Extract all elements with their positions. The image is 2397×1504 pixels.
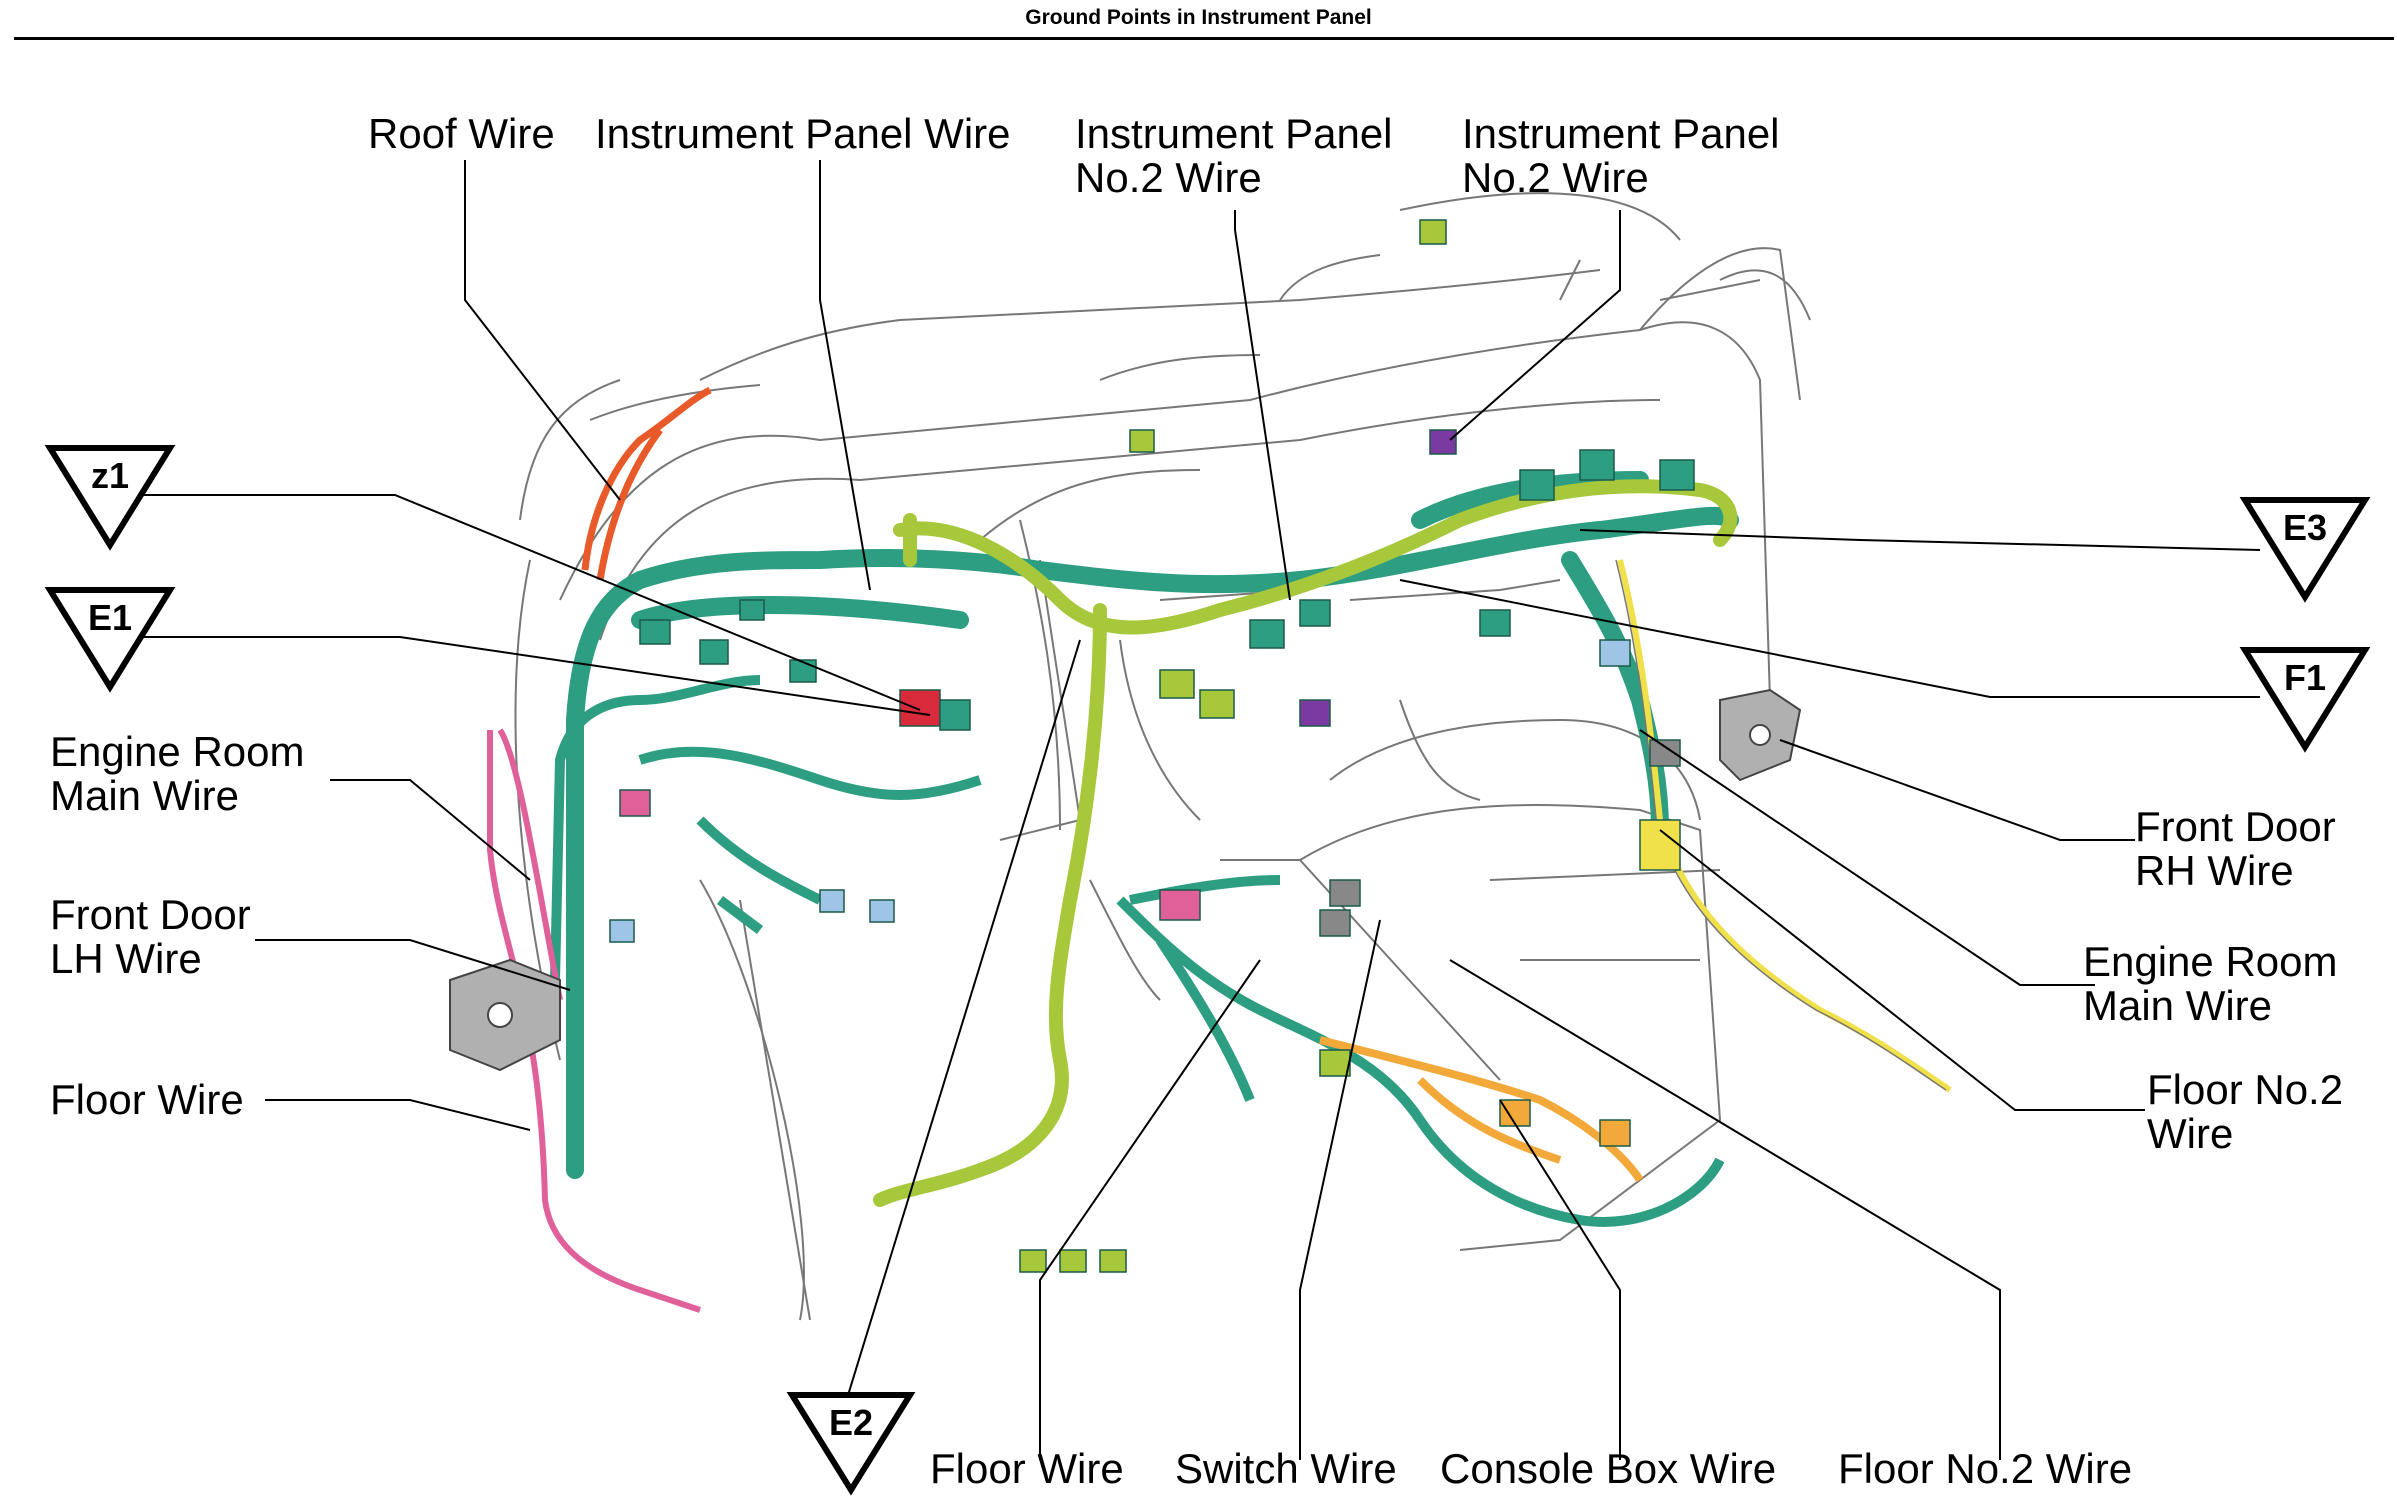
floor-wire-harness (487, 728, 701, 1313)
label-floor-no2-wire-bottom: Floor No.2 Wire (1838, 1445, 2133, 1492)
ground-point-e1-triangle (44, 587, 176, 693)
leader-lines (130, 160, 2261, 1460)
floor-no2-harness-outline (1615, 559, 1947, 1091)
ground-point-e3: E3 (2282, 507, 2328, 548)
label-console-box-wire: Console Box Wire (1440, 1445, 1777, 1492)
label-ip-no2-wire-1-line2: No.2 Wire (1075, 154, 1262, 201)
label-engine-room-main-wire-right-line2: Main Wire (2083, 982, 2273, 1029)
ground-point-z1-triangle (44, 445, 176, 551)
console-box-harness (1319, 1036, 1644, 1183)
title-divider (14, 37, 2394, 40)
ground-point-e2: E2 (828, 1402, 874, 1443)
label-engine-room-main-wire-left-line2: Main Wire (50, 772, 240, 819)
ground-point-f1: F1 (2283, 657, 2326, 698)
label-front-door-rh-wire-line2: RH Wire (2135, 847, 2294, 894)
instrument-panel-harness (566, 471, 1739, 1179)
label-roof-wire: Roof Wire (368, 110, 555, 157)
floor-no2-harness (1617, 559, 1952, 1093)
label-front-door-lh-wire-line2: LH Wire (50, 935, 202, 982)
ground-point-e1: E1 (87, 597, 133, 638)
label-floor-wire-left: Floor Wire (50, 1076, 244, 1123)
door-mount-rh (1719, 688, 1802, 782)
ip-no2-harness (873, 479, 1738, 1207)
page-title: Ground Points in Instrument Panel (1025, 6, 1372, 29)
label-front-door-rh-wire-line1: Front Door (2135, 803, 2336, 850)
label-switch-wire: Switch Wire (1175, 1445, 1397, 1492)
floor-wire-bottom-harness (1116, 875, 1725, 1227)
label-ip-no2-wire-2-line1: Instrument Panel (1462, 110, 1780, 157)
label-front-door-lh-wire-line1: Front Door (50, 891, 251, 938)
label-floor-no2-wire-right-line1: Floor No.2 (2147, 1066, 2344, 1113)
roof-wire-harness (581, 386, 712, 581)
door-mount-lh (449, 958, 561, 1072)
ground-point-e3-triangle (2239, 497, 2371, 603)
label-floor-wire-bottom: Floor Wire (930, 1445, 1124, 1492)
ground-point-f1-triangle (2239, 647, 2371, 753)
label-ip-no2-wire-2-line2: No.2 Wire (1462, 154, 1649, 201)
label-engine-room-main-wire-left-line1: Engine Room (50, 728, 305, 775)
label-engine-room-main-wire-right-line1: Engine Room (2083, 938, 2338, 985)
ground-point-z1: z1 (90, 455, 130, 496)
ground-point-e2-triangle (786, 1392, 916, 1496)
connectors (609, 219, 1695, 1273)
label-floor-no2-wire-right-line2: Wire (2147, 1110, 2234, 1157)
label-instrument-panel-wire: Instrument Panel Wire (595, 110, 1011, 157)
label-ip-no2-wire-1-line1: Instrument Panel (1075, 110, 1393, 157)
